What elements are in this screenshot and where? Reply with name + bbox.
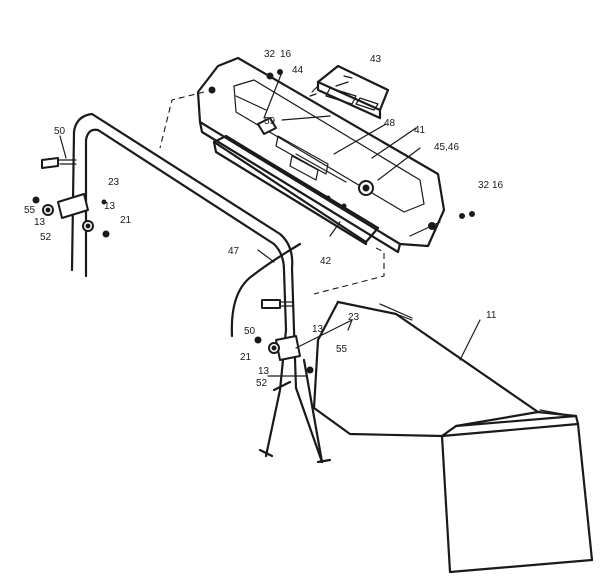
- sensor-cable: [230, 242, 302, 338]
- callout-23-left: 23: [108, 177, 120, 188]
- callout-32-top: 32: [264, 49, 276, 60]
- callout-21-left: 21: [120, 215, 132, 226]
- callout-41: 41: [414, 125, 426, 136]
- callout-50-left: 50: [54, 126, 66, 137]
- callout-55-left: 55: [24, 205, 36, 216]
- callout-13-right-a: 13: [312, 324, 324, 335]
- callout-55-right: 55: [336, 344, 348, 355]
- console-lower: [212, 134, 380, 246]
- callout-23-right: 23: [348, 312, 360, 323]
- callout-13-left-b: 13: [104, 201, 116, 212]
- motor-hood: [312, 300, 594, 574]
- callout-13-left-a: 13: [34, 217, 46, 228]
- callout-21-right: 21: [240, 352, 252, 363]
- handlebar-frame: [70, 112, 332, 464]
- assembly-guide-lines: [159, 91, 385, 295]
- callout-16-right: 16: [492, 180, 504, 191]
- callout-45-46: 45,46: [434, 142, 459, 153]
- callout-32-right: 32: [478, 180, 490, 191]
- callout-50-right: 50: [244, 326, 256, 337]
- display-module: [309, 64, 390, 120]
- callout-13-right-b: 13: [258, 366, 270, 377]
- right-hardware-stack: [254, 69, 475, 374]
- callout-43: 43: [370, 54, 382, 65]
- left-hardware-stack: [32, 157, 110, 238]
- callout-leader-lines: [59, 71, 481, 361]
- callout-42: 42: [320, 256, 332, 267]
- callout-16-top: 16: [280, 49, 292, 60]
- callout-47: 47: [228, 246, 240, 257]
- callout-48: 48: [384, 118, 396, 129]
- callout-44: 44: [292, 65, 304, 76]
- callout-labels: 32 16 44 43 59 48 41 45,46 32 16 42 47 5…: [24, 49, 504, 389]
- callout-52-left: 52: [40, 232, 52, 243]
- console-upper: [196, 56, 446, 254]
- callout-59: 59: [264, 116, 276, 127]
- callout-11: 11: [486, 310, 497, 321]
- callout-52-right: 52: [256, 378, 268, 389]
